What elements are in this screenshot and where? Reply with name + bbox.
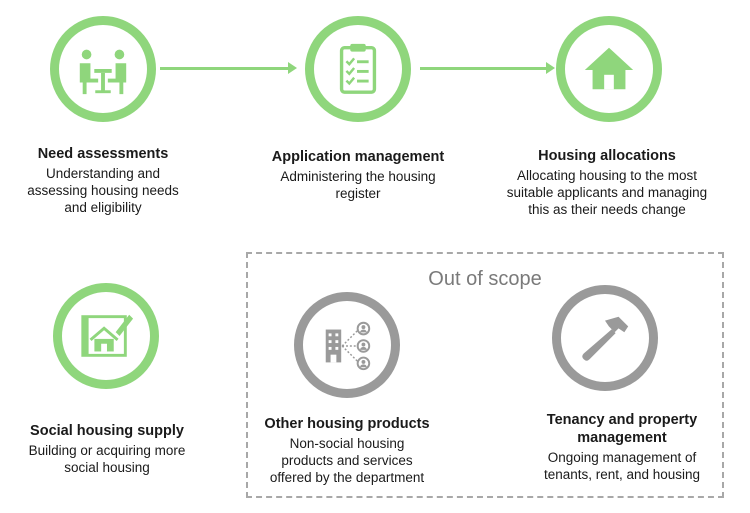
- housing-allocations-desc: Allocating housing to the most suitable …: [506, 168, 708, 217]
- tenancy-management-desc: Ongoing management of tenants, rent, and…: [543, 450, 701, 482]
- meeting-icon: [79, 49, 127, 95]
- tenancy-management-circle: [552, 285, 658, 391]
- connector-arrowhead-1: [288, 62, 297, 74]
- other-housing-products-desc: Non-social housing products and services…: [269, 436, 425, 485]
- housing-allocations-circle: [556, 16, 662, 122]
- tenancy-management-block: Tenancy and property management Ongoing …: [512, 411, 732, 483]
- connector-line-1: [160, 67, 290, 70]
- connector-line-2: [420, 67, 548, 70]
- building-network-icon: [325, 321, 371, 371]
- social-housing-supply-desc: Building or acquiring more social housin…: [28, 443, 186, 475]
- need-assessments-title: Need assessments: [37, 146, 169, 162]
- connector-arrowhead-2: [546, 62, 555, 74]
- tenancy-management-title: Tenancy and property management: [546, 412, 698, 446]
- application-management-desc: Administering the housing register: [280, 169, 436, 201]
- need-assessments-circle: [50, 16, 156, 122]
- social-housing-supply-circle: [53, 283, 159, 389]
- social-housing-supply-title: Social housing supply: [30, 423, 184, 439]
- house-icon: [584, 47, 634, 90]
- hammer-icon: [582, 316, 629, 361]
- housing-allocations-block: Housing allocations Allocating housing t…: [497, 147, 717, 218]
- application-management-title: Application management: [271, 149, 445, 165]
- blueprint-house-icon: [81, 314, 134, 357]
- application-management-block: Application management Administering the…: [248, 148, 468, 202]
- social-housing-supply-block: Social housing supply Building or acquir…: [0, 422, 217, 476]
- housing-allocations-title: Housing allocations: [538, 148, 676, 164]
- clipboard-checklist-icon: [339, 43, 377, 94]
- other-housing-products-block: Other housing products Non-social housin…: [237, 415, 457, 486]
- need-assessments-desc: Understanding and assessing housing need…: [27, 166, 179, 215]
- out-of-scope-title: Out of scope: [428, 268, 542, 290]
- other-housing-products-circle: [294, 292, 400, 398]
- other-housing-products-title: Other housing products: [264, 416, 430, 432]
- need-assessments-block: Need assessments Understanding and asses…: [0, 145, 213, 216]
- application-management-circle: [305, 16, 411, 122]
- out-of-scope-box: [246, 252, 724, 498]
